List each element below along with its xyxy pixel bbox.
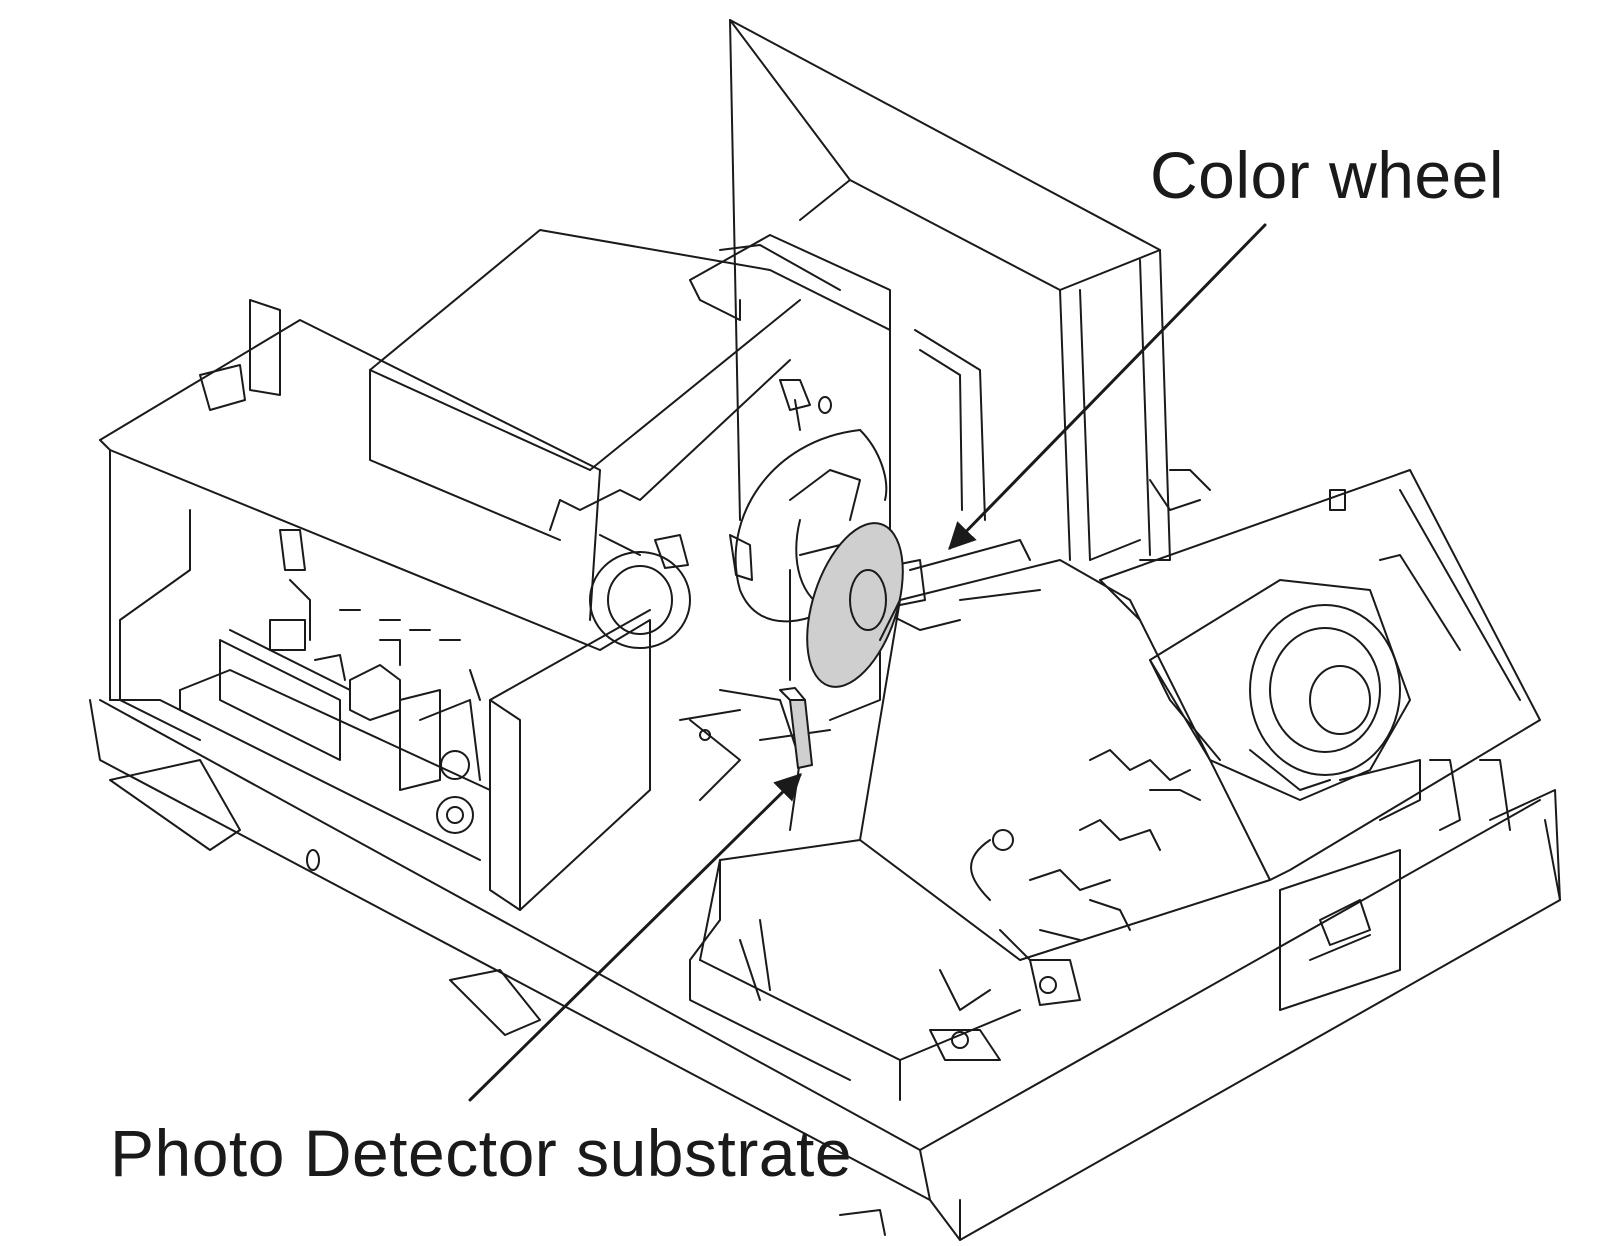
rear-mirror-housing [729,19,1171,561]
optical-engine [689,559,1271,1101]
circuit-board-components [179,579,491,834]
color-wheel-leader [948,223,1267,550]
projection-lens-assembly [1089,469,1541,1011]
base-chassis [89,699,1561,1241]
lamp-housing [369,229,891,649]
callout-leaders [468,223,1267,1102]
color-wheel-disc [806,522,904,688]
photo-detector-leader [468,773,802,1102]
color-wheel-label: Color wheel [1150,138,1504,212]
power-supply-frame [99,299,651,911]
photo-detector-label: Photo Detector substrate [110,1116,853,1190]
photo-detector-substrate [779,687,813,769]
